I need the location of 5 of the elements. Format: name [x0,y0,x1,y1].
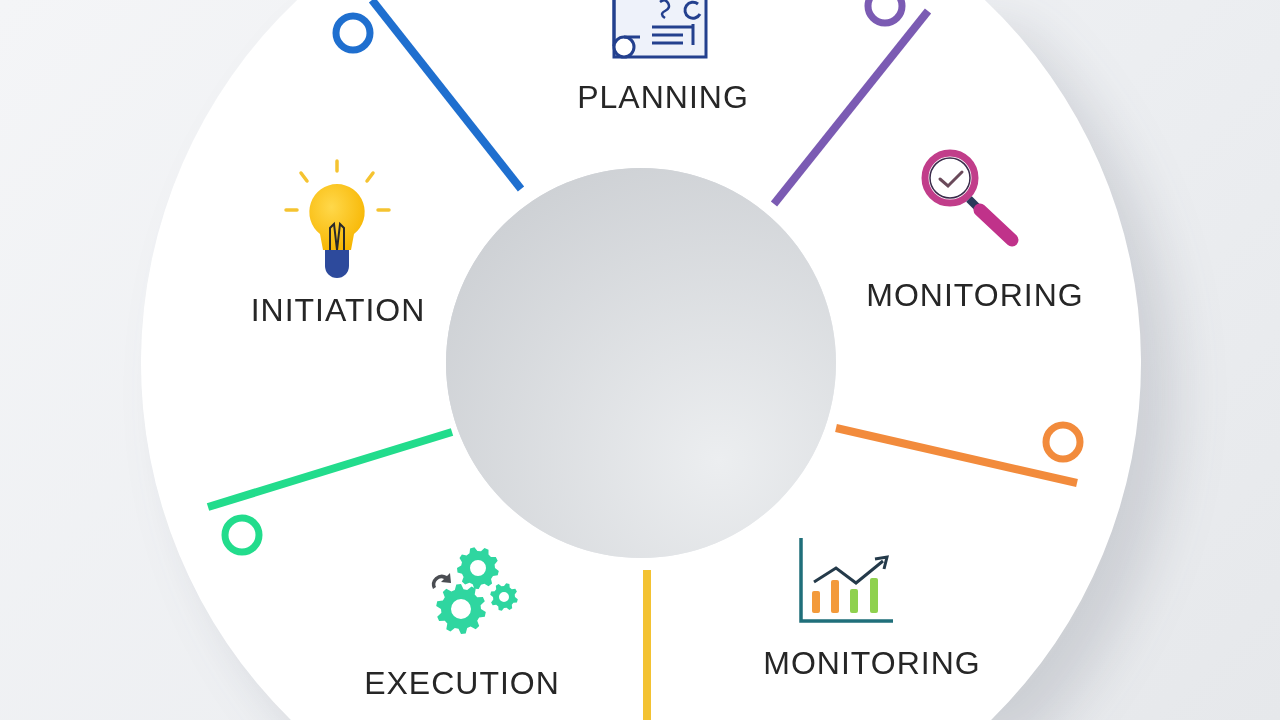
stage-label: MONITORING [763,646,981,680]
stage-label: INITIATION [250,293,426,327]
stage-label: PLANNING [577,80,749,114]
stage-label: EXECUTION [364,666,560,700]
stage-label: MONITORING [866,278,1084,312]
